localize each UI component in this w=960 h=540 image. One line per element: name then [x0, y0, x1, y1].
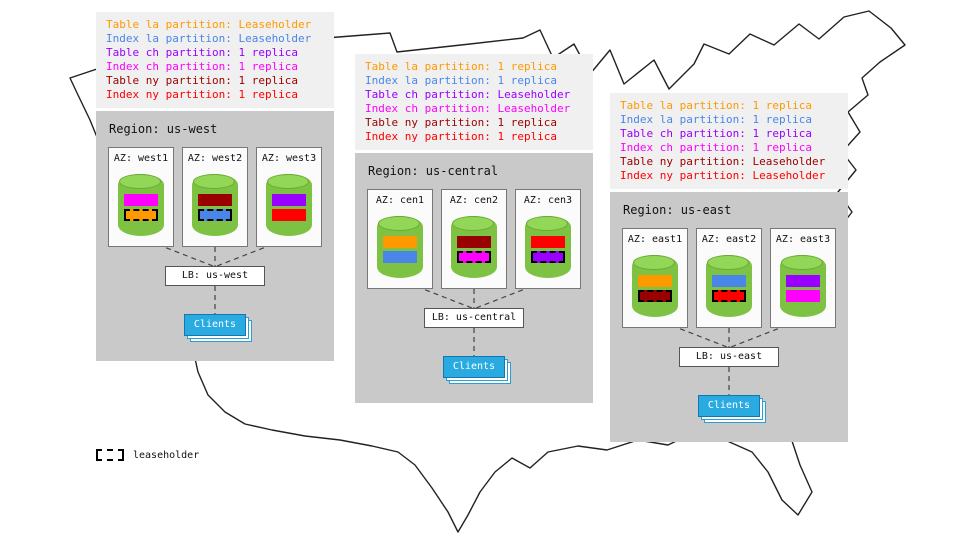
partition-info-line: Index ch partition: Leaseholder — [365, 102, 571, 115]
database-cylinder — [377, 216, 423, 278]
database-cylinder — [266, 174, 312, 236]
database-cylinder — [525, 216, 571, 278]
partition-bar — [786, 275, 820, 287]
load-balancer-box: LB: us-west — [165, 266, 265, 286]
partition-bar — [457, 251, 491, 263]
partition-info-line: Index la partition: Leaseholder — [106, 32, 312, 45]
partition-bar — [383, 251, 417, 263]
az-label: AZ: east3 — [775, 234, 831, 245]
az-label: AZ: cen1 — [375, 195, 425, 206]
partition-info-panel-us-west: Table la partition: Leaseholder Index la… — [96, 12, 334, 108]
partition-bar — [531, 236, 565, 248]
az-box-cen1: AZ: cen1 — [367, 189, 433, 289]
clients-box: Clients — [698, 395, 760, 417]
az-label: AZ: cen3 — [523, 195, 573, 206]
az-label: AZ: east1 — [627, 234, 683, 245]
database-cylinder — [192, 174, 238, 236]
az-row: AZ: cen1 AZ: cen2 AZ: cen3 — [367, 189, 581, 289]
az-label: AZ: west3 — [261, 153, 317, 164]
az-row: AZ: east1 AZ: east2 AZ: east3 — [622, 228, 836, 328]
leaseholder-legend-swatch — [96, 449, 124, 461]
database-cylinder — [451, 216, 497, 278]
partition-info-line: Index ny partition: 1 replica — [365, 130, 558, 143]
database-cylinder — [118, 174, 164, 236]
partition-info-line: Table ny partition: 1 replica — [365, 116, 558, 129]
partition-info-line: Index la partition: 1 replica — [620, 113, 813, 126]
az-box-cen3: AZ: cen3 — [515, 189, 581, 289]
partition-bar — [786, 290, 820, 302]
partition-info-line: Table ny partition: Leaseholder — [620, 155, 826, 168]
partition-bar — [638, 275, 672, 287]
az-label: AZ: west2 — [187, 153, 243, 164]
partition-info-line: Table la partition: 1 replica — [365, 60, 558, 73]
partition-info-line: Table ch partition: 1 replica — [620, 127, 813, 140]
load-balancer-box: LB: us-central — [424, 308, 524, 328]
partition-bar — [198, 209, 232, 221]
az-label: AZ: cen2 — [449, 195, 499, 206]
database-cylinder — [706, 255, 752, 317]
partition-info-line: Index ch partition: 1 replica — [106, 60, 299, 73]
az-box-west3: AZ: west3 — [256, 147, 322, 247]
az-label: AZ: east2 — [701, 234, 757, 245]
database-cylinder — [780, 255, 826, 317]
az-row: AZ: west1 AZ: west2 AZ: west3 — [108, 147, 322, 247]
region-panel-us-west: Region: us-west AZ: west1 AZ: west2 — [96, 111, 334, 361]
load-balancer-box: LB: us-east — [679, 347, 779, 367]
partition-bar — [124, 194, 158, 206]
az-box-cen2: AZ: cen2 — [441, 189, 507, 289]
az-label: AZ: west1 — [113, 153, 169, 164]
leaseholder-legend-label: leaseholder — [133, 449, 200, 461]
partition-bar — [457, 236, 491, 248]
partition-info-panel-us-east: Table la partition: 1 replica Index la p… — [610, 93, 848, 189]
region-title: Region: us-central — [368, 164, 499, 178]
partition-bar — [712, 290, 746, 302]
az-box-west2: AZ: west2 — [182, 147, 248, 247]
partition-info-line: Table la partition: 1 replica — [620, 99, 813, 112]
partition-info-line: Table ny partition: 1 replica — [106, 74, 299, 87]
clients-box: Clients — [184, 314, 246, 336]
partition-bar — [198, 194, 232, 206]
region-panel-us-east: Region: us-east AZ: east1 AZ: east2 — [610, 192, 848, 442]
partition-info-line: Index ny partition: Leaseholder — [620, 169, 826, 182]
legend: leaseholder — [96, 449, 199, 461]
partition-bar — [383, 236, 417, 248]
partition-info-line: Index ny partition: 1 replica — [106, 88, 299, 101]
partition-bar — [712, 275, 746, 287]
database-cylinder — [632, 255, 678, 317]
partition-bar — [531, 251, 565, 263]
region-title: Region: us-east — [623, 203, 732, 217]
az-box-east1: AZ: east1 — [622, 228, 688, 328]
partition-bar — [272, 209, 306, 221]
clients-box: Clients — [443, 356, 505, 378]
partition-info-line: Index la partition: 1 replica — [365, 74, 558, 87]
partition-info-panel-us-central: Table la partition: 1 replica Index la p… — [355, 54, 593, 150]
partition-info-line: Index ch partition: 1 replica — [620, 141, 813, 154]
region-panel-us-central: Region: us-central AZ: cen1 AZ: cen2 — [355, 153, 593, 403]
partition-bar — [638, 290, 672, 302]
partition-info-line: Table ch partition: 1 replica — [106, 46, 299, 59]
az-box-east2: AZ: east2 — [696, 228, 762, 328]
az-box-east3: AZ: east3 — [770, 228, 836, 328]
az-box-west1: AZ: west1 — [108, 147, 174, 247]
partition-bar — [124, 209, 158, 221]
partition-bar — [272, 194, 306, 206]
region-title: Region: us-west — [109, 122, 218, 136]
partition-info-line: Table ch partition: Leaseholder — [365, 88, 571, 101]
partition-info-line: Table la partition: Leaseholder — [106, 18, 312, 31]
